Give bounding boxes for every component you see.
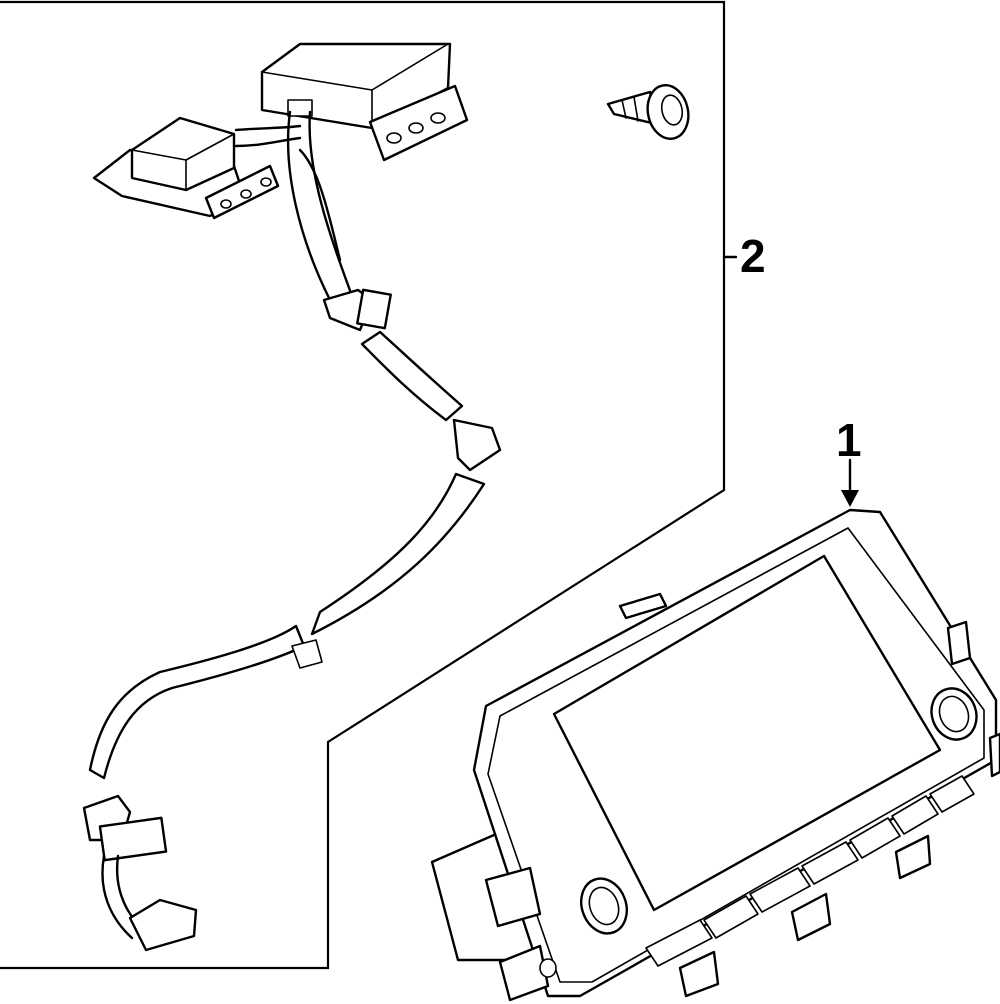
harness-module-upper — [260, 42, 469, 162]
callout-1-label: 1 — [836, 414, 862, 466]
callout-2-label: 2 — [740, 230, 766, 282]
harness-module-lower — [92, 116, 280, 220]
display-knob-right — [930, 687, 978, 741]
screw-fastener — [606, 84, 690, 140]
harness-bracket-frame — [0, 0, 726, 970]
display-unit — [430, 508, 1000, 1002]
display-button-row — [645, 775, 975, 967]
display-screen — [552, 554, 942, 912]
wiring-harness — [82, 42, 502, 952]
callout-1-arrow — [841, 458, 859, 507]
display-knob-left — [580, 877, 628, 935]
